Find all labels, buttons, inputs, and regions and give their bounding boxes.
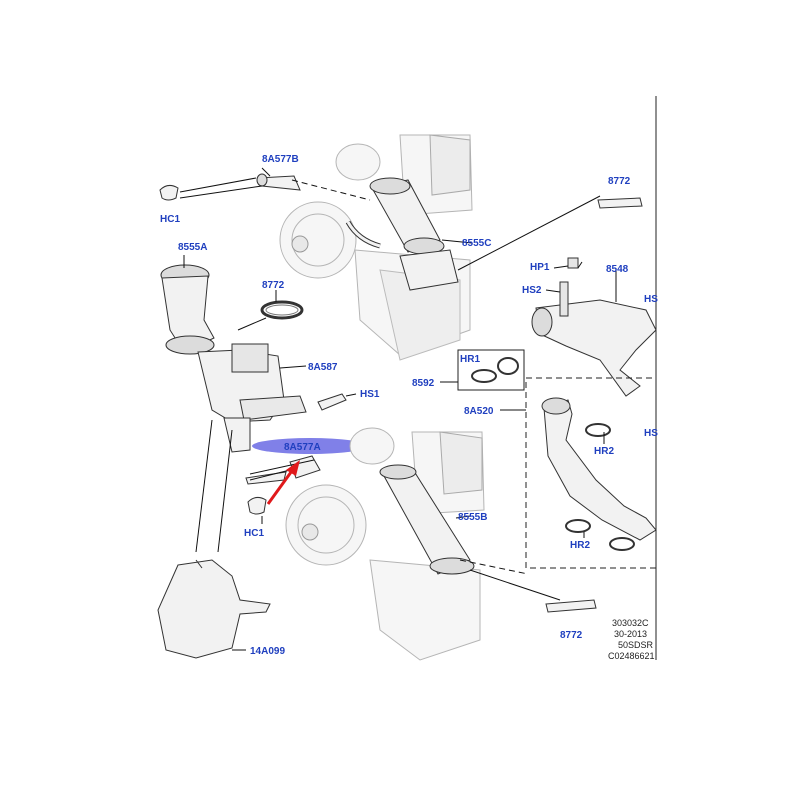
hose-8A577B	[256, 173, 381, 249]
callouts: 8A577B HC1 8555A 8772 8A587 HS1 8A577A H…	[160, 154, 658, 657]
engine-lower-ghost	[285, 427, 485, 661]
callout-8592: 8592	[412, 378, 435, 389]
callout-8A577B: 8A577B	[262, 154, 299, 165]
callout-HC1-bottom: HC1	[244, 528, 264, 539]
highlight-8A577A	[252, 438, 368, 454]
reference-line-3: 50SDSR	[618, 640, 654, 650]
callout-8A577A: 8A577A	[284, 442, 321, 453]
red-arrow	[266, 460, 300, 505]
duct-8555C	[369, 177, 459, 291]
sensor-HS1	[317, 393, 347, 411]
callout-HR2-lower: HR2	[570, 540, 590, 551]
reference-line-4: C02486621	[608, 651, 655, 661]
callout-14A099: 14A099	[250, 646, 285, 657]
clamp-8772-top-right	[597, 197, 643, 209]
callout-HC1-top: HC1	[160, 214, 180, 225]
hose-8A577A	[245, 455, 321, 485]
callout-8772-top-right: 8772	[608, 176, 631, 187]
clip-HC1-top	[159, 184, 179, 201]
fitting-HP1	[567, 257, 579, 269]
callout-8772-left: 8772	[262, 280, 285, 291]
reference-line-1: 303032C	[612, 618, 649, 628]
clamp-8772-bottom	[545, 599, 597, 613]
hose-8555A	[160, 264, 215, 355]
callout-8555C: 8555C	[462, 238, 491, 249]
callout-HR2-upper: HR2	[594, 446, 614, 457]
leader-lines	[179, 167, 617, 651]
hose-8548	[531, 299, 657, 397]
callout-8A520: 8A520	[464, 406, 494, 417]
callout-8A587: 8A587	[308, 362, 338, 373]
callout-8555B: 8555B	[458, 512, 487, 523]
clamp-8772-left	[260, 300, 304, 320]
bolt-HS2	[559, 281, 569, 317]
seal-kit-8592	[457, 349, 525, 391]
callout-8548: 8548	[606, 264, 629, 275]
reference-line-2: 30-2013	[614, 629, 647, 639]
callout-8772-bottom: 8772	[560, 630, 583, 641]
resonator-14A099	[157, 559, 271, 659]
callout-HS-cut-top: HS	[644, 294, 658, 305]
callout-HS1: HS1	[360, 389, 380, 400]
callout-8555A: 8555A	[178, 242, 207, 253]
clip-HC1-bottom	[247, 496, 267, 515]
reference-block: 303032C 30-2013 50SDSR C02486621	[608, 618, 655, 661]
callout-HP1: HP1	[530, 262, 550, 273]
callout-HS2: HS2	[522, 285, 542, 296]
tube-8A587	[197, 343, 307, 453]
duct-8555B	[379, 464, 475, 575]
pipe-8A520	[525, 377, 657, 569]
callout-HS-cut-mid: HS	[644, 428, 658, 439]
callout-HR1: HR1	[460, 354, 480, 365]
